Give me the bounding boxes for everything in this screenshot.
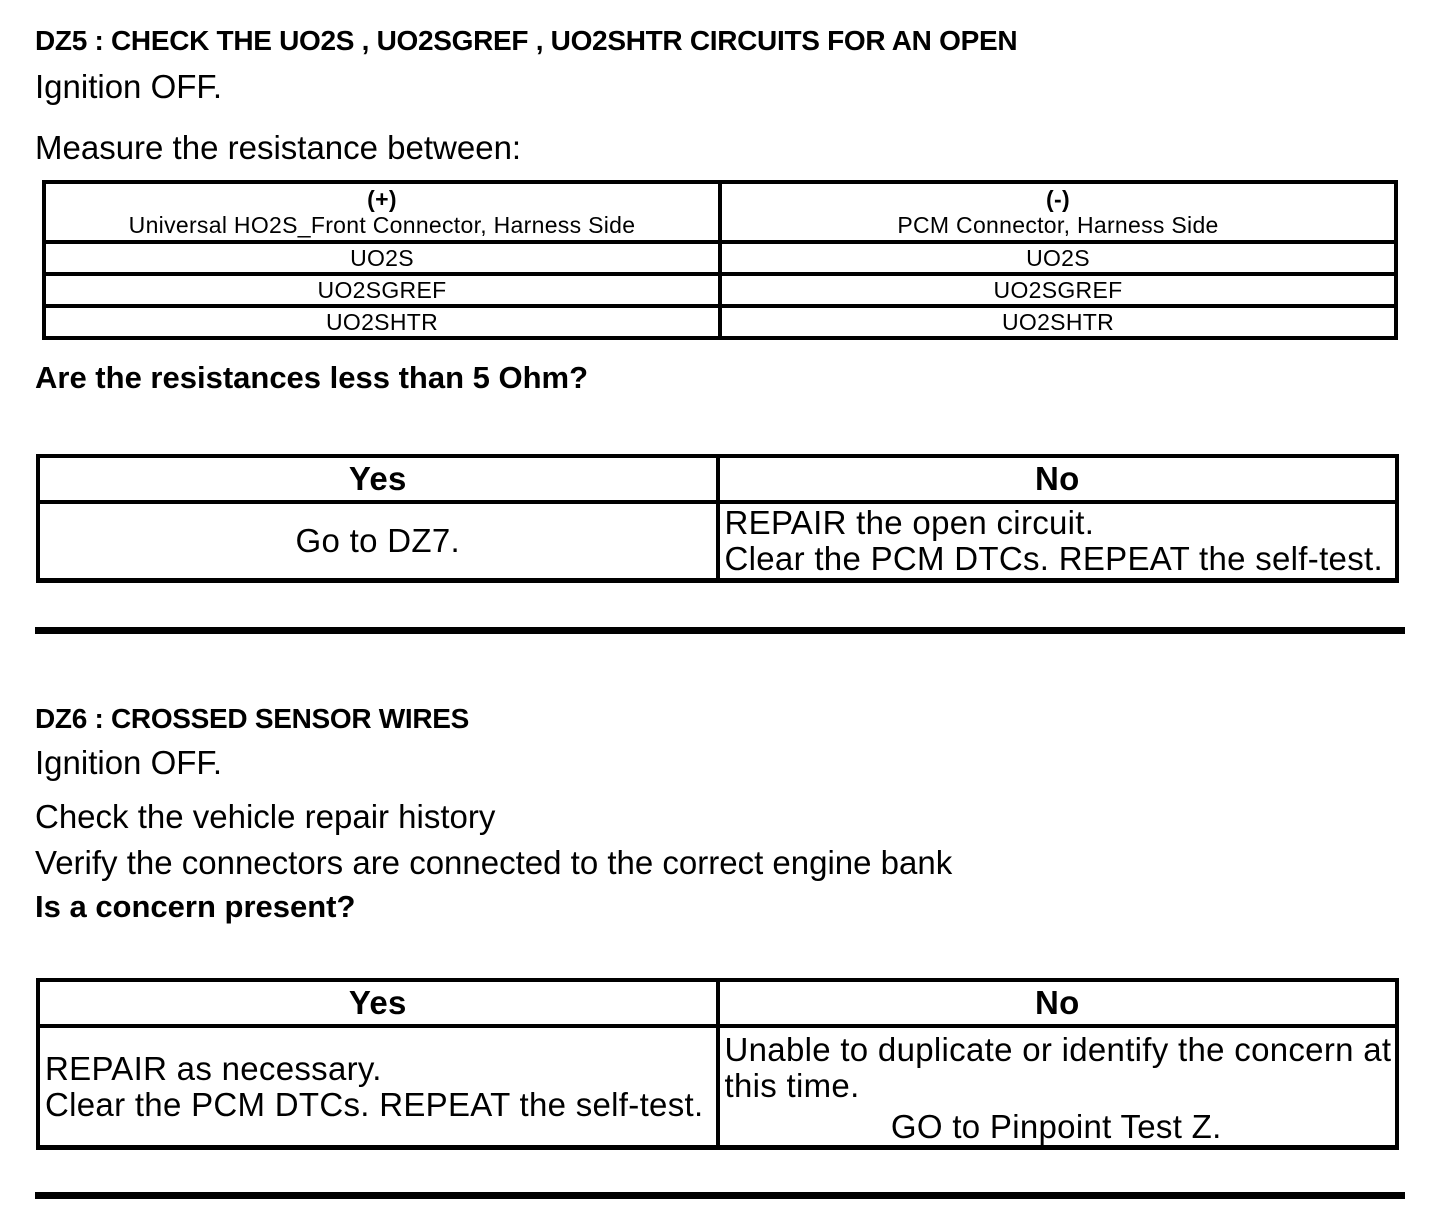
pin-cell: UO2SGREF [718, 272, 1398, 308]
dz5-heading: DZ5 : CHECK THE UO2S , UO2SGREF , UO2SHT… [35, 25, 1018, 56]
no-action-instruction: GO to Pinpoint Test Z. [890, 1108, 1222, 1145]
measure-table-row: UO2S UO2S [42, 240, 1398, 276]
measure-col-positive-header: (+) Universal HO2S_Front Connector, Harn… [42, 180, 722, 244]
dz6-step-verify-connectors: Verify the connectors are connected to t… [35, 844, 953, 881]
decision-header-row: Yes No [36, 978, 1399, 1028]
negative-sign-label: (-) [1046, 186, 1070, 212]
pin-cell: UO2SHTR [42, 304, 722, 340]
positive-sign-label: (+) [367, 186, 397, 212]
no-instruction: this time. [724, 1067, 860, 1104]
yes-instruction: Go to DZ7. [295, 522, 460, 559]
decision-header-row: Yes No [36, 454, 1399, 504]
dz6-heading: DZ6 : CROSSED SENSOR WIRES [35, 703, 470, 734]
measure-table-header-row: (+) Universal HO2S_Front Connector, Harn… [42, 180, 1398, 244]
decision-body-row: Go to DZ7. REPAIR the open circuit. Clea… [36, 500, 1399, 583]
pin-cell: UO2S [718, 240, 1398, 276]
measure-table-row: UO2SGREF UO2SGREF [42, 272, 1398, 308]
no-header: No [715, 454, 1399, 504]
section-divider [35, 627, 1405, 634]
no-instruction: REPAIR the open circuit. [724, 504, 1095, 541]
positive-connector-label: Universal HO2S_Front Connector, Harness … [128, 212, 636, 238]
yes-header: Yes [36, 454, 720, 504]
dz6-decision-table: Yes No REPAIR as necessary. Clear the PC… [36, 978, 1399, 1150]
yes-header: Yes [36, 978, 720, 1028]
dz6-step-check-history: Check the vehicle repair history [35, 798, 496, 835]
no-cell: REPAIR the open circuit. Clear the PCM D… [715, 500, 1399, 583]
no-header: No [715, 978, 1399, 1028]
pin-cell: UO2S [42, 240, 722, 276]
yes-instruction: Clear the PCM DTCs. REPEAT the self-test… [45, 1085, 704, 1123]
no-instruction: Clear the PCM DTCs. REPEAT the self-test… [724, 540, 1383, 577]
yes-cell: REPAIR as necessary. Clear the PCM DTCs.… [36, 1024, 720, 1150]
dz5-step-measure: Measure the resistance between: [35, 129, 522, 166]
no-cell: Unable to duplicate or identify the conc… [715, 1024, 1399, 1150]
section-divider [35, 1192, 1405, 1199]
dz5-measure-table: (+) Universal HO2S_Front Connector, Harn… [42, 180, 1398, 340]
yes-cell: Go to DZ7. [36, 500, 720, 583]
dz5-question: Are the resistances less than 5 Ohm? [35, 360, 589, 395]
dz6-question: Is a concern present? [35, 889, 356, 924]
measure-table-row: UO2SHTR UO2SHTR [42, 304, 1398, 340]
dz5-decision-table: Yes No Go to DZ7. REPAIR the open circui… [36, 454, 1399, 583]
dz5-step-ignition: Ignition OFF. [35, 68, 223, 105]
negative-connector-label: PCM Connector, Harness Side [897, 212, 1219, 238]
yes-instruction: REPAIR as necessary. [45, 1049, 382, 1087]
decision-body-row: REPAIR as necessary. Clear the PCM DTCs.… [36, 1024, 1399, 1150]
measure-col-negative-header: (-) PCM Connector, Harness Side [718, 180, 1398, 244]
no-instruction: Unable to duplicate or identify the conc… [724, 1031, 1392, 1068]
pin-cell: UO2SHTR [718, 304, 1398, 340]
dz6-step-ignition: Ignition OFF. [35, 744, 223, 781]
pin-cell: UO2SGREF [42, 272, 722, 308]
